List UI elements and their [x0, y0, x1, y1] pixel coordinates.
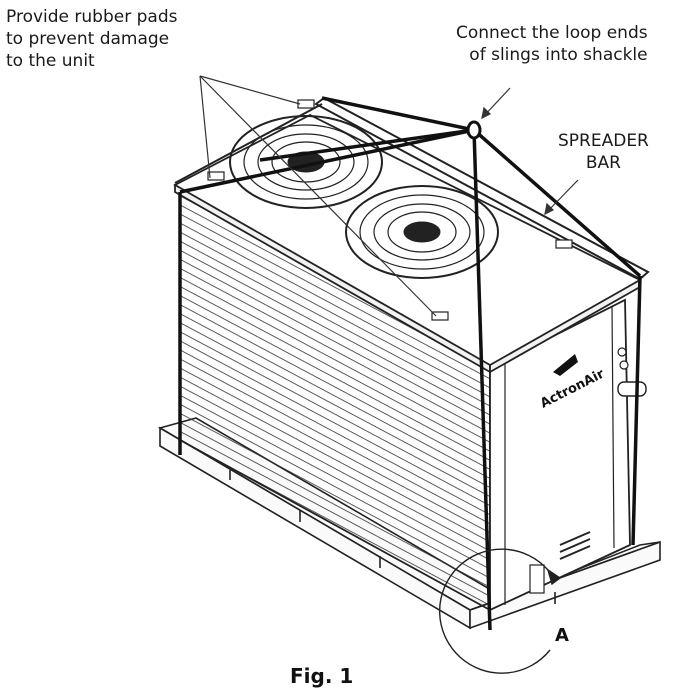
spreader-bar-callout: SPREADER BAR: [558, 130, 649, 174]
figure-caption: Fig. 1: [290, 664, 354, 688]
callout-line: to prevent damage: [6, 29, 170, 49]
detail-marker-label: A: [555, 625, 569, 646]
callout-line: Connect the loop ends: [456, 23, 648, 43]
shackle: [466, 120, 482, 140]
detail-circle-a: [438, 548, 562, 674]
spreader-bar: [174, 96, 650, 281]
callout-line: to the unit: [6, 51, 95, 71]
fan-left: [229, 115, 383, 209]
callout-line: of slings into shackle: [469, 45, 648, 65]
callout-line: Provide rubber pads: [6, 7, 178, 27]
fan-right: [345, 185, 499, 279]
unit-cabinet: [173, 113, 647, 612]
rubber-pads-callout: Provide rubber pads to prevent damage to…: [6, 6, 177, 72]
leader-lines: [199, 75, 579, 317]
shackle-callout: Connect the loop ends of slings into sha…: [456, 22, 648, 66]
callout-line: SPREADER: [558, 131, 649, 151]
callout-line: BAR: [585, 153, 621, 173]
lifting-slings: [178, 96, 642, 631]
